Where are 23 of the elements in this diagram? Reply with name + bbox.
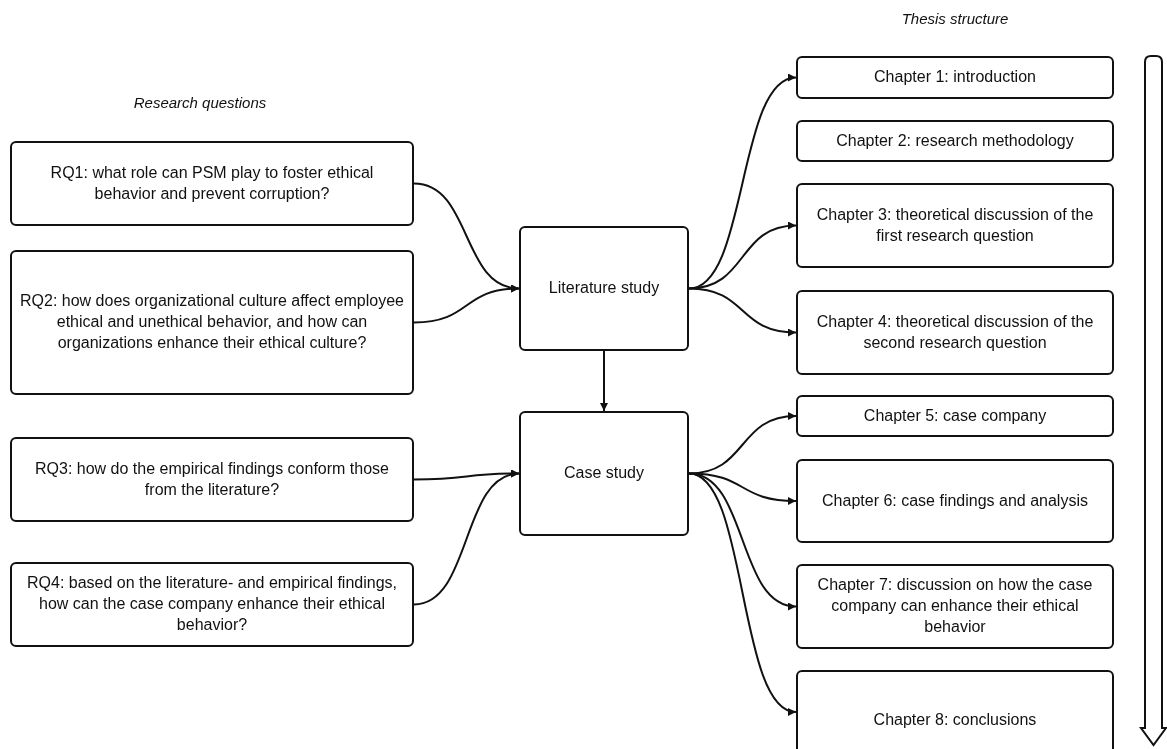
process-box: Chapter 4: theoretical discussion of the second research question xyxy=(796,290,1114,375)
arrow xyxy=(688,472,797,714)
process-box: Chapter 1: introduction xyxy=(796,56,1114,99)
process-box: RQ4: based on the literature- and empirical findings, how can the case company enhance their ethical behavior? xyxy=(10,562,414,647)
arrow xyxy=(688,412,797,475)
arrow xyxy=(688,222,797,290)
process-box: Chapter 2: research methodology xyxy=(796,120,1114,162)
section-heading: Thesis structure xyxy=(901,10,1009,27)
arrow xyxy=(413,284,520,324)
arrow xyxy=(413,471,520,606)
process-box: Case study xyxy=(519,411,689,536)
process-box: RQ3: how do the empirical findings conform those from the literature? xyxy=(10,437,414,522)
process-box: Literature study xyxy=(519,226,689,351)
process-box: RQ2: how does organizational culture affect employee ethical and unethical behavior, and how can organizations enhance their ethical culture? xyxy=(10,250,414,395)
process-box: Chapter 7: discussion on how the case company can enhance their ethical behavior xyxy=(796,564,1114,649)
process-box: Chapter 5: case company xyxy=(796,395,1114,437)
process-box: Chapter 6: case findings and analysis xyxy=(796,459,1114,543)
arrow xyxy=(600,350,608,412)
arrow xyxy=(688,287,797,336)
section-heading: Research questions xyxy=(133,94,267,111)
process-box: RQ1: what role can PSM play to foster ethical behavior and prevent corruption? xyxy=(10,141,414,226)
process-box: Chapter 8: conclusions xyxy=(796,670,1114,749)
process-box: Chapter 3: theoretical discussion of the first research question xyxy=(796,183,1114,268)
